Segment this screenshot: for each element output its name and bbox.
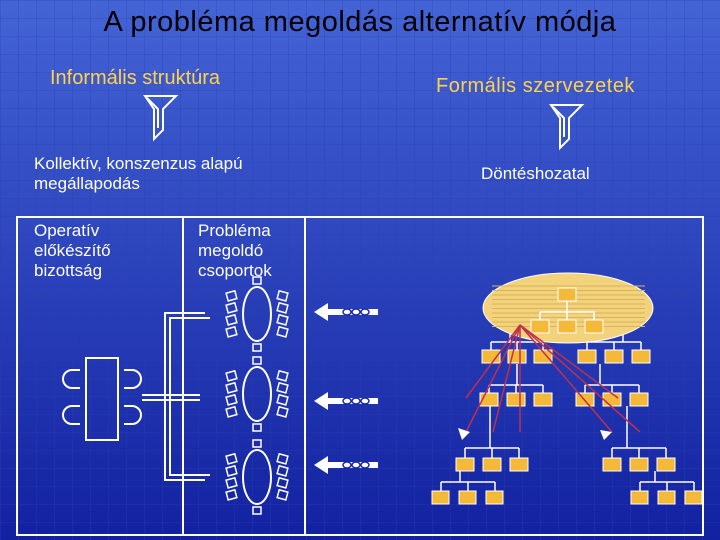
org-box bbox=[585, 320, 603, 333]
org-box bbox=[486, 491, 503, 504]
round-table-icon bbox=[226, 277, 288, 351]
chair bbox=[277, 327, 288, 337]
org-box bbox=[605, 350, 623, 363]
chair bbox=[253, 357, 261, 364]
chair bbox=[226, 395, 237, 405]
table-top bbox=[243, 287, 271, 341]
chair bbox=[253, 507, 261, 514]
chair bbox=[226, 291, 237, 301]
chair bbox=[226, 407, 237, 417]
link-chain-icon bbox=[314, 303, 378, 321]
chair bbox=[253, 344, 261, 351]
org-box bbox=[432, 491, 449, 504]
committee-bracket bbox=[142, 313, 210, 480]
org-box bbox=[603, 458, 621, 471]
chair bbox=[226, 454, 237, 464]
rectangular-table-icon bbox=[63, 358, 141, 440]
table-top bbox=[243, 450, 271, 504]
table-top bbox=[243, 367, 271, 421]
chair bbox=[226, 315, 237, 325]
org-box bbox=[630, 393, 648, 406]
connection-arrows bbox=[314, 303, 378, 474]
influence-line bbox=[466, 325, 520, 432]
org-box bbox=[630, 458, 648, 471]
org-box bbox=[534, 393, 552, 406]
org-box bbox=[510, 458, 528, 471]
arrow-head bbox=[458, 428, 470, 440]
chair bbox=[277, 291, 288, 301]
org-box bbox=[558, 320, 576, 333]
org-box bbox=[459, 491, 476, 504]
org-box bbox=[658, 491, 675, 504]
org-box bbox=[603, 393, 621, 406]
chair bbox=[277, 407, 288, 417]
chair bbox=[226, 303, 237, 313]
org-box bbox=[632, 350, 650, 363]
org-box bbox=[657, 458, 675, 471]
chair bbox=[277, 383, 288, 393]
chair bbox=[277, 303, 288, 313]
arrow-head bbox=[600, 430, 612, 440]
org-chart-icon bbox=[432, 273, 702, 504]
org-box bbox=[456, 458, 474, 471]
chair bbox=[277, 454, 288, 464]
chair bbox=[253, 424, 261, 431]
org-box bbox=[483, 458, 501, 471]
down-arrow-icon bbox=[145, 96, 176, 139]
round-table-icon bbox=[226, 440, 288, 514]
chair bbox=[277, 490, 288, 500]
org-box bbox=[558, 288, 576, 301]
chair bbox=[226, 383, 237, 393]
org-box bbox=[631, 491, 648, 504]
chair bbox=[226, 327, 237, 337]
org-box bbox=[507, 393, 525, 406]
round-tables bbox=[226, 277, 288, 514]
round-table-icon bbox=[226, 357, 288, 431]
org-box bbox=[531, 320, 549, 333]
chair bbox=[226, 371, 237, 381]
chair bbox=[277, 466, 288, 476]
chair bbox=[253, 440, 261, 447]
chair bbox=[226, 466, 237, 476]
influence-line bbox=[493, 325, 520, 432]
link-chain-icon bbox=[314, 456, 378, 474]
chair bbox=[226, 478, 237, 488]
chair bbox=[277, 371, 288, 381]
chair bbox=[277, 478, 288, 488]
link-chain-icon bbox=[314, 392, 378, 410]
chair bbox=[253, 277, 261, 284]
chair bbox=[277, 315, 288, 325]
org-box bbox=[685, 491, 702, 504]
chair bbox=[226, 490, 237, 500]
org-box bbox=[578, 350, 596, 363]
chair bbox=[277, 395, 288, 405]
down-arrow-icon bbox=[551, 105, 582, 148]
